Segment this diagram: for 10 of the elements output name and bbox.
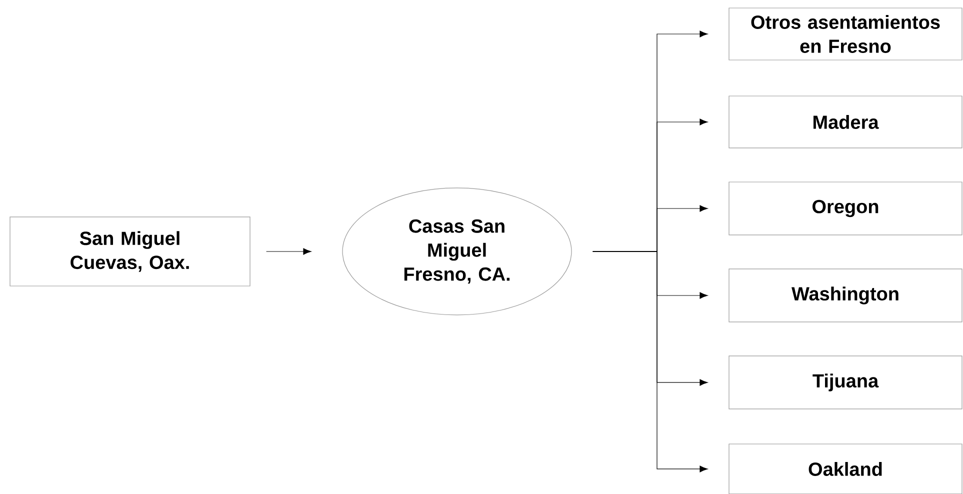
place-box: Tijuana [728, 356, 962, 410]
place-box: Oakland [728, 444, 962, 494]
ellipse-node: Casas San Miguel Fresno, CA. [342, 188, 572, 316]
place-box: Otros asentamientos en Fresno [728, 8, 962, 60]
place-box: Madera [728, 96, 962, 148]
place-box: San Miguel Cuevas, Oax. [10, 216, 250, 286]
place-box: Oregon [728, 182, 962, 236]
place-box: Washington [728, 268, 962, 322]
arrow [266, 248, 312, 255]
arrow [592, 251, 708, 472]
